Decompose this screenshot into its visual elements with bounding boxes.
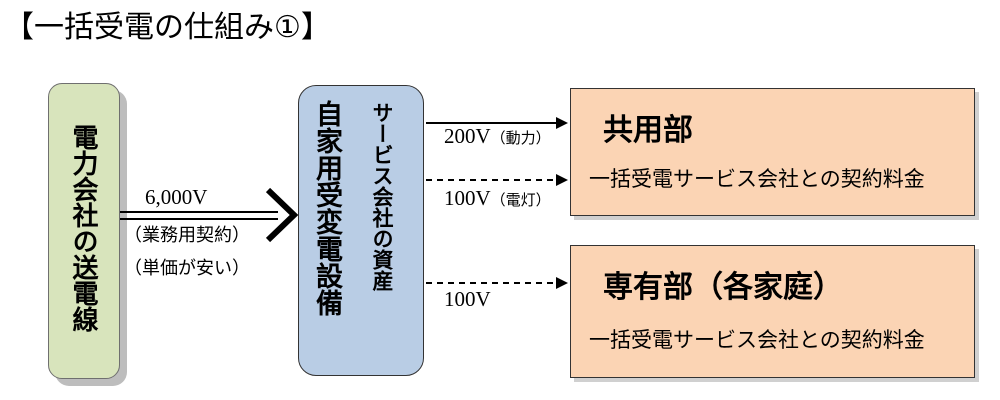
private-area-box: 専有部（各家庭） 一括受電サービス会社との契約料金 <box>570 245 975 378</box>
feed-arrow-head <box>265 187 299 243</box>
shared-area-heading: 共用部 <box>603 113 693 148</box>
output-200v-arrow <box>556 117 568 129</box>
power-company-line-box: 電力会社の送電線 <box>48 83 120 379</box>
feed-voltage: 6,000V <box>145 185 208 209</box>
output-100v-private-arrow <box>556 277 568 289</box>
output-100v-shared-label: 100V（電灯） <box>444 186 551 211</box>
shared-area-contract: 一括受電サービス会社との契約料金 <box>589 167 925 191</box>
feed-note-price: （単価が安い） <box>124 258 250 279</box>
shared-area-box: 共用部 一括受電サービス会社との契約料金 <box>570 88 975 216</box>
page-title: 【一括受電の仕組み①】 <box>4 10 331 45</box>
substation-equipment-label: 自家用受変電設備 <box>311 100 342 316</box>
private-area-contract: 一括受電サービス会社との契約料金 <box>589 328 925 352</box>
feed-note-contract: （業務用契約） <box>124 225 250 246</box>
output-200v-label: 200V（動力） <box>444 124 551 149</box>
power-company-line-label: 電力会社の送電線 <box>68 124 98 332</box>
service-company-asset-label: サービス会社の資産 <box>370 102 394 291</box>
output-200v-purpose: （動力） <box>490 131 551 147</box>
substation-equipment-box: 自家用受変電設備 サービス会社の資産 <box>298 85 424 376</box>
private-area-heading: 専有部（各家庭） <box>603 270 843 305</box>
output-100v-shared-voltage: 100V <box>444 186 491 210</box>
output-200v-voltage: 200V <box>444 124 491 148</box>
output-100v-private-label: 100V <box>444 287 491 312</box>
output-100v-private-voltage: 100V <box>444 287 491 311</box>
output-100v-shared-arrow <box>556 174 568 186</box>
output-100v-shared-purpose: （電灯） <box>490 193 551 209</box>
